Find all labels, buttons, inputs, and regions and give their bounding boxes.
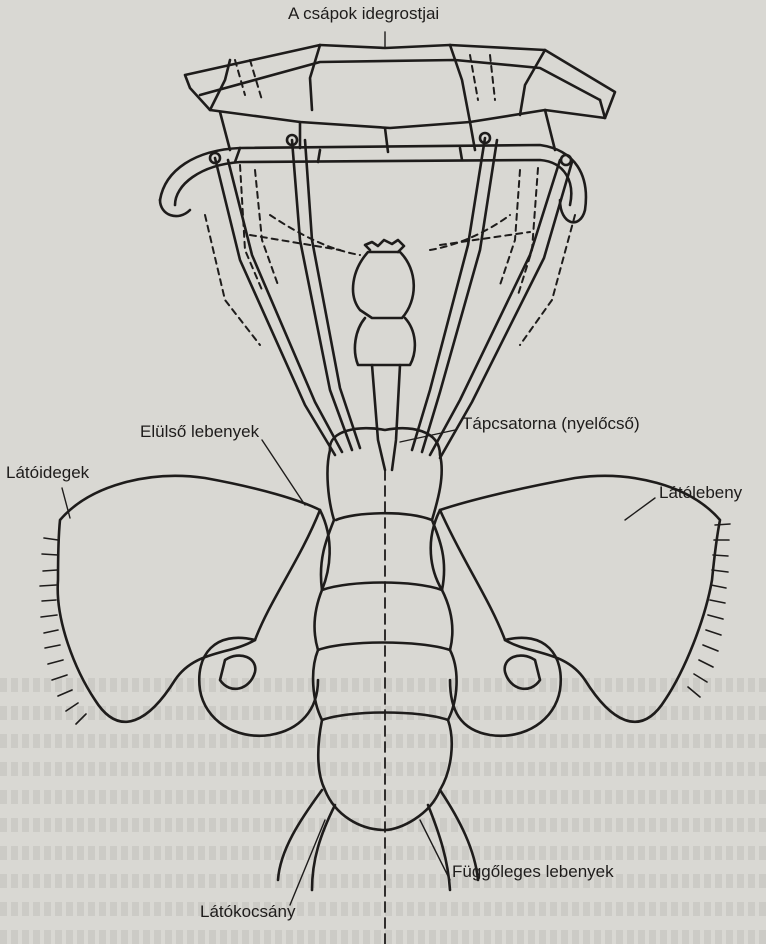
dashed-nerve-paths: [205, 55, 575, 345]
label-optic-lobe: Látólebeny: [659, 483, 742, 503]
nerve-cords: [210, 133, 572, 458]
label-optic-nerves: Látóidegek: [6, 463, 89, 483]
label-optic-stalk: Látókocsány: [200, 902, 295, 922]
label-vertical-lobes: Függőleges lebenyek: [452, 862, 614, 882]
label-esophagus: Tápcsatorna (nyelőcső): [462, 414, 640, 434]
lower-lobes: [199, 638, 561, 890]
right-optic-lobe: [431, 476, 720, 722]
tentacle-nerve-ring: [160, 45, 615, 222]
leader-lines: [62, 32, 655, 905]
central-brain: [313, 428, 457, 944]
esophagus: [353, 240, 415, 470]
label-anterior-lobes: Elülső lebenyek: [140, 422, 259, 442]
left-optic-lobe: [58, 476, 330, 722]
right-optic-nerve-fringe: [688, 524, 730, 697]
label-tentacle-nerves: A csápok idegrostjai: [288, 4, 439, 24]
